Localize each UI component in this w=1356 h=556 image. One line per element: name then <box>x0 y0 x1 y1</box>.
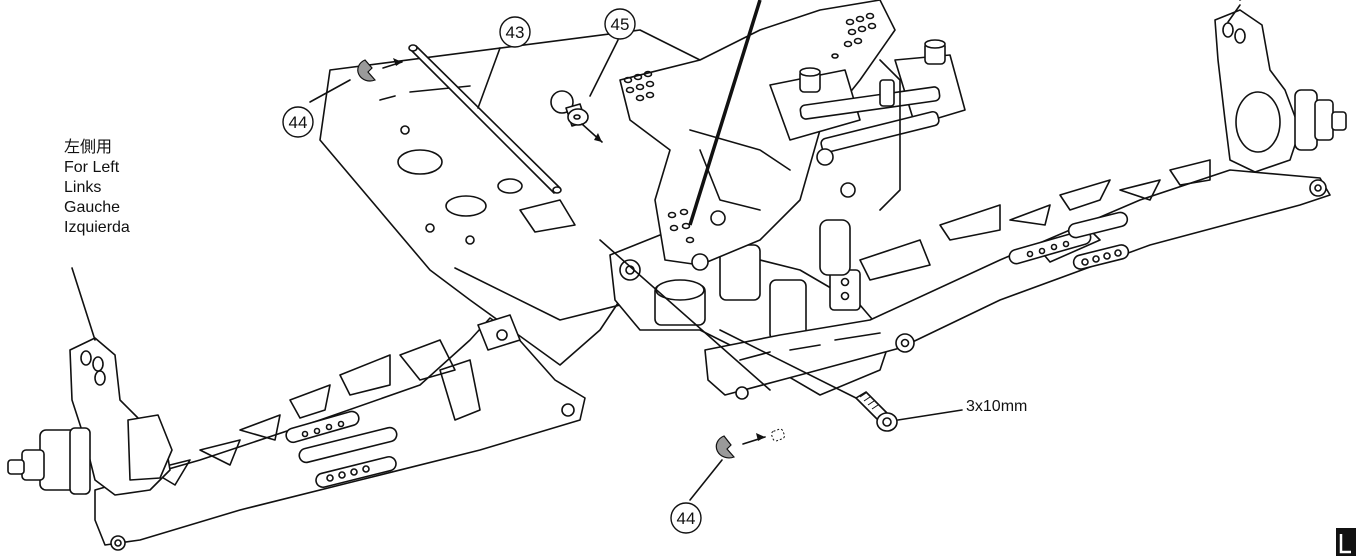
callout-44-bottom: 44 <box>670 502 702 534</box>
label-german: Links <box>64 179 102 196</box>
assembly-guide-line <box>599 239 771 391</box>
left-suspension-arm <box>94 314 586 551</box>
leader-45 <box>589 39 619 97</box>
leader-44-top <box>309 79 351 103</box>
label-french: Gauche <box>64 199 121 216</box>
right-suspension-arm <box>704 159 1331 400</box>
left-label-leader <box>71 267 96 341</box>
screw-size-label: 3x10mm <box>966 398 1028 415</box>
callout-43: 43 <box>499 16 531 48</box>
right-hub-carrier <box>1214 0 1347 173</box>
left-side-label: 左側用 For Left Links Gauche Izquierda <box>64 138 130 238</box>
leader-43 <box>477 47 501 109</box>
e-clip-bottom <box>715 428 786 459</box>
right-hub-leader <box>1227 4 1241 23</box>
svg-text:43: 43 <box>506 23 525 42</box>
callout-group: 43 44 45 44 <box>282 8 702 534</box>
svg-text:44: 44 <box>677 509 696 528</box>
left-hub-carrier <box>7 337 173 496</box>
label-english: For Left <box>64 159 120 176</box>
hinge-pin <box>408 44 562 194</box>
shock-tower <box>619 0 896 266</box>
label-japanese: 左側用 <box>64 139 113 156</box>
label-spanish: Izquierda <box>64 219 130 236</box>
ball-end <box>550 90 603 143</box>
damper-stay <box>691 39 966 271</box>
assembly-guide-line-2 <box>719 329 861 401</box>
pointer-line-top <box>688 0 762 226</box>
callout-44-top: 44 <box>282 106 314 138</box>
screw-3x10 <box>855 391 963 432</box>
svg-text:45: 45 <box>611 15 630 34</box>
leader-44-bottom <box>689 459 723 501</box>
callout-45: 45 <box>604 8 636 40</box>
svg-text:44: 44 <box>289 113 308 132</box>
e-clip-top <box>357 58 403 82</box>
page-corner-tab <box>1336 528 1356 556</box>
